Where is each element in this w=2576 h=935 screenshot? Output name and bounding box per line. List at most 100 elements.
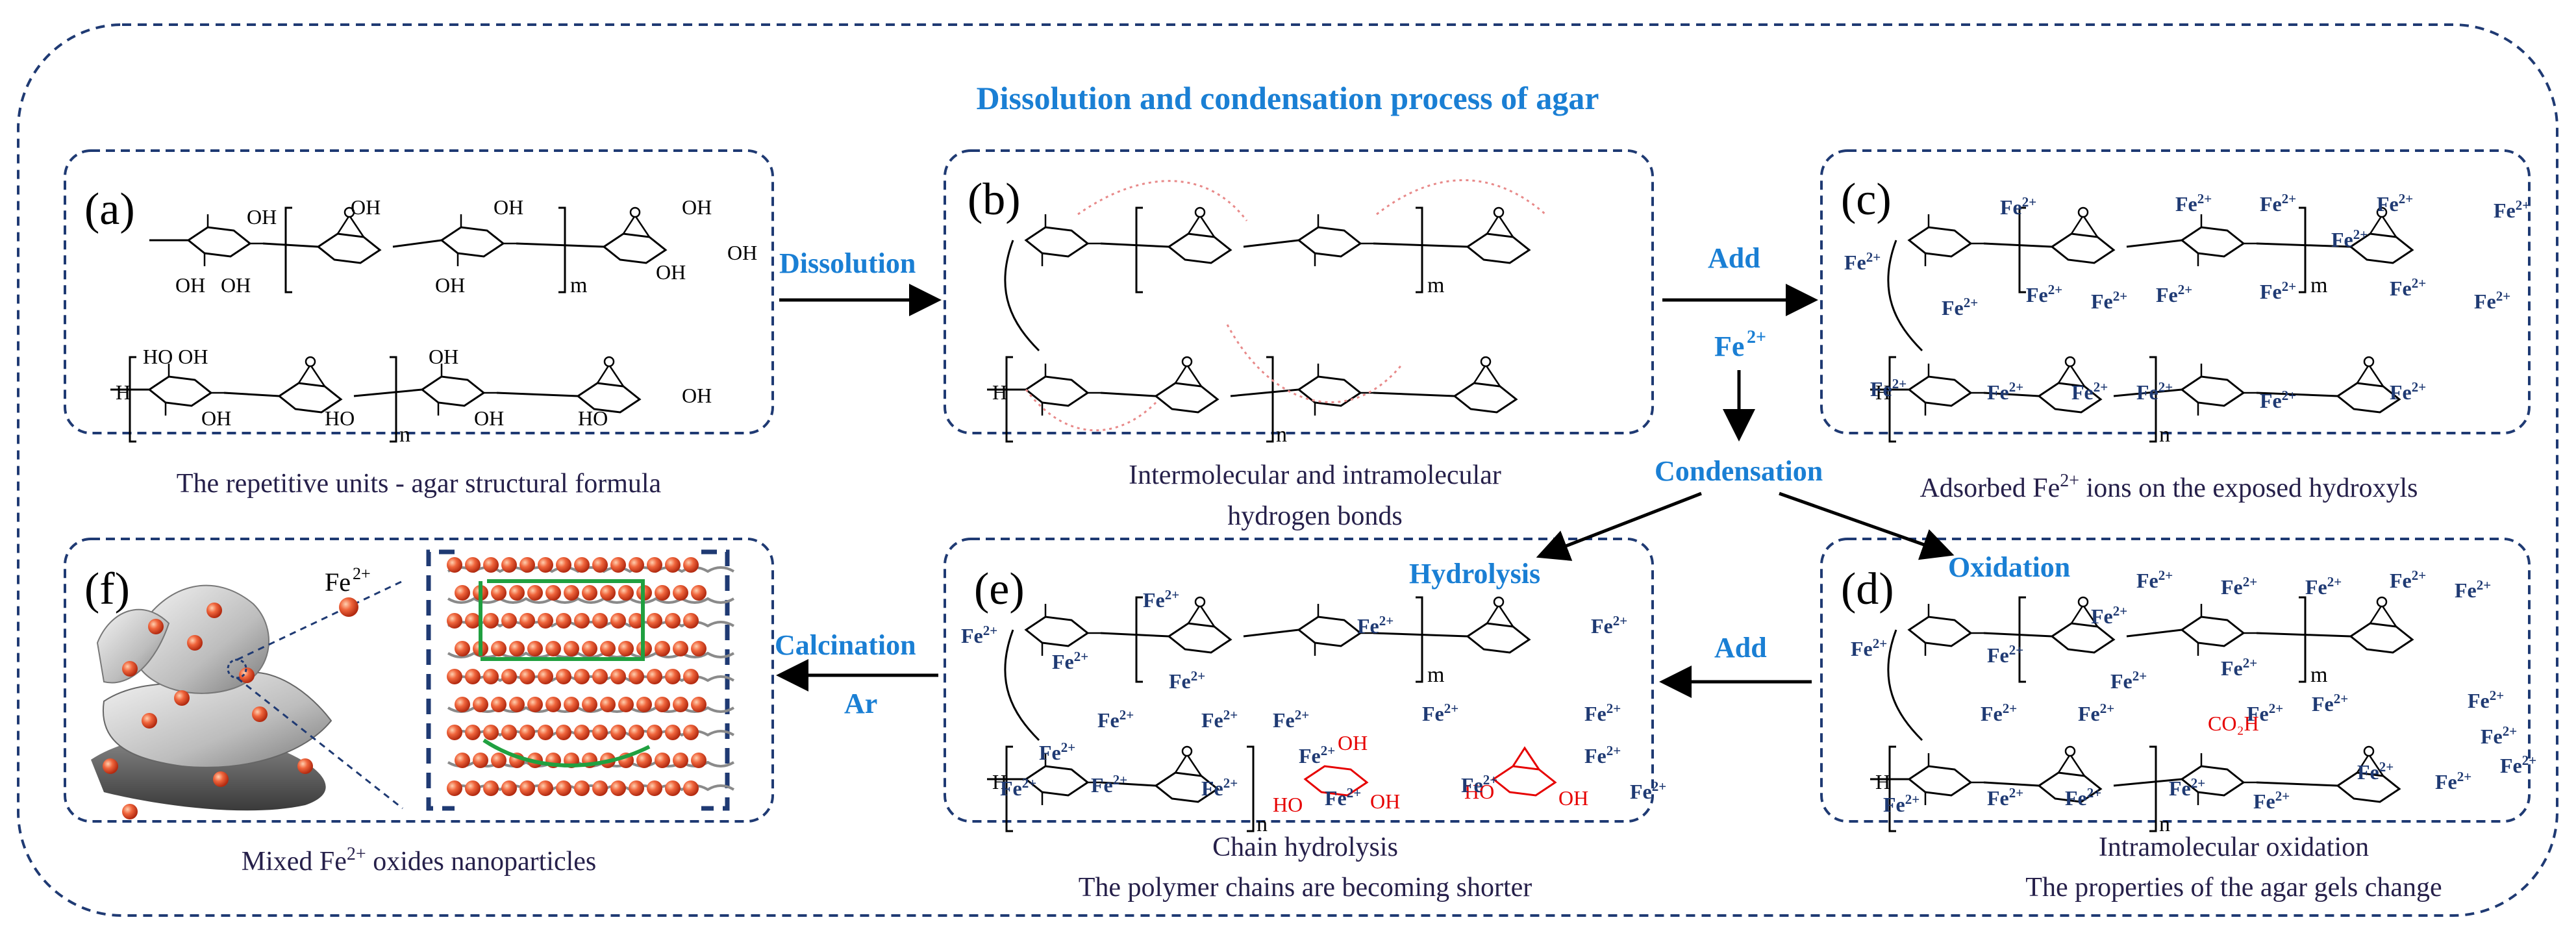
fe-ion-label: Fe2+ — [2221, 574, 2257, 599]
n-subscript: n — [2159, 423, 2170, 447]
fe-nanoparticle — [610, 780, 626, 796]
fe-nanoparticle — [538, 725, 553, 740]
fe-ions-panel-e: Fe2+Fe2+Fe2+Fe2+Fe2+Fe2+Fe2+Fe2+Fe2+Fe2+… — [961, 587, 1666, 810]
fe-ion-label: Fe2+ — [2260, 191, 2296, 216]
arrow-to-oxidation — [1779, 492, 1955, 560]
fe-nanoparticle — [673, 585, 688, 601]
fe-ion-label: Fe2+ — [2221, 655, 2257, 680]
n-subscript: n — [1257, 812, 1268, 836]
fe-nanoparticle — [455, 753, 470, 768]
m-subscript: m — [2310, 663, 2327, 687]
fe-nanoparticle — [501, 669, 517, 684]
fe-ion-label: Fe2+ — [2435, 769, 2471, 793]
fe-ion-label: Fe2+ — [1942, 295, 1978, 319]
fe-nanoparticle — [629, 557, 644, 573]
fe-nanoparticle — [545, 585, 561, 601]
fe-nanoparticle — [665, 780, 681, 796]
fe-ion-label: Fe2+ — [2000, 194, 2036, 219]
h-label: H — [116, 380, 131, 404]
fe-nanoparticle — [501, 613, 517, 629]
fe-nanoparticle — [610, 725, 626, 740]
fe-nanoparticle — [683, 669, 699, 684]
fe-ion-label: Fe2+ — [961, 623, 997, 647]
fe-nanoparticle — [465, 780, 481, 796]
fe-nanoparticle — [491, 641, 506, 656]
fe-nanoparticle — [618, 585, 634, 601]
fe-nanoparticle — [691, 753, 707, 768]
fe-nanoparticle — [665, 669, 681, 684]
fe-nanoparticle — [618, 697, 634, 712]
fe-ion-label: Fe2+ — [1584, 743, 1621, 767]
fe-nanoparticle — [592, 725, 608, 740]
fe-nanoparticle — [447, 725, 462, 740]
fe-ion-label: Fe2+ — [1987, 642, 2023, 667]
hydrolyzed-fragments: OH HO OH HO OH — [1273, 731, 1588, 816]
oh-label: OH — [727, 241, 757, 264]
oh-label: OH — [682, 195, 712, 219]
fe-nanoparticle — [691, 585, 707, 601]
h-label: H — [992, 770, 1007, 793]
fe-ion-label: Fe2+ — [2312, 691, 2348, 716]
arrow-add-bottom: Add — [1659, 632, 1812, 698]
fe-ion-label: Fe2+ — [1201, 707, 1238, 732]
fe-ion-label: Fe2+ — [2357, 759, 2394, 784]
oxidation-label: Oxidation — [1948, 551, 2070, 583]
fe-ion-label: Fe2+ — [2247, 701, 2283, 725]
oh-label: OH — [1338, 731, 1368, 754]
fe-nanoparticle — [556, 725, 571, 740]
oh-label: OH — [474, 406, 504, 430]
panel-b-frame — [944, 149, 1654, 434]
fe-nanoparticle — [618, 641, 634, 656]
fe-nanoparticle — [556, 557, 571, 573]
fe-nanoparticle — [213, 771, 229, 787]
fe-nanoparticle — [483, 725, 499, 740]
fe-nanoparticle — [527, 585, 543, 601]
fe-ion-label: Fe2+ — [2260, 388, 2296, 412]
fe-ion-label: Fe2+ — [2331, 227, 2368, 251]
fe-add-text: Fe — [1714, 330, 1744, 362]
fe-nanoparticle — [447, 557, 462, 573]
fe-ion-label: Fe2+ — [2305, 574, 2342, 599]
h-label: H — [992, 380, 1007, 404]
ho-label: HO — [1464, 780, 1494, 803]
fe-nanoparticle — [600, 641, 616, 656]
fe-ion-label: Fe2+ — [1883, 792, 1919, 816]
m-subscript: m — [1427, 273, 1444, 297]
fe-ion-label: Fe2+ — [2136, 379, 2173, 404]
fe-ion-label: Fe2+ — [1091, 772, 1127, 797]
fe-nanoparticle — [455, 641, 470, 656]
fe-nanoparticle — [610, 557, 626, 573]
fe-nanoparticle — [519, 613, 535, 629]
fe-nanoparticle — [465, 557, 481, 573]
fe-nanoparticle — [545, 641, 561, 656]
fe-ion-label: Fe2+ — [2474, 288, 2510, 313]
fe-nanoparticle — [509, 697, 525, 712]
fe-ion-label: Fe2+ — [1143, 587, 1179, 612]
fe-ion-label: Fe2+ — [2091, 603, 2127, 628]
fe-nanoparticle — [564, 641, 579, 656]
oh-label: OH — [494, 195, 523, 219]
fe-nanoparticle — [501, 557, 517, 573]
fe-nanoparticle — [655, 585, 670, 601]
fe-nanoparticle — [538, 613, 553, 629]
fe-nanoparticle — [683, 557, 699, 573]
fe-nanoparticle — [629, 613, 644, 629]
oh-label: OH — [682, 384, 712, 407]
fe-ion-label: Fe2+ — [2110, 668, 2147, 693]
fe-ion-label: Fe2+ — [2078, 701, 2114, 725]
oh-label: OH — [201, 406, 231, 430]
struct-bottom-chain: H n HO OH OH HO OH OH HO OH — [110, 345, 712, 447]
fe-nanoparticle — [683, 613, 699, 629]
oh-label: OH — [656, 260, 686, 284]
fe-ion-label: Fe2+ — [2253, 788, 2290, 813]
fe-ion-label: Fe2+ — [1591, 613, 1627, 638]
fe-nanoparticle — [574, 725, 590, 740]
fe-nanoparticle — [473, 753, 488, 768]
hydrolysis-label: Hydrolysis — [1409, 558, 1540, 590]
panel-f-letter: (f) — [84, 564, 130, 614]
hbond-arc — [1077, 180, 1248, 221]
fe-nanoparticle — [527, 641, 543, 656]
hooh-label: HO OH — [143, 345, 208, 368]
fe-ion-label: Fe2+ — [2481, 723, 2517, 748]
co2h-label: CO₂H — [2208, 712, 2259, 735]
